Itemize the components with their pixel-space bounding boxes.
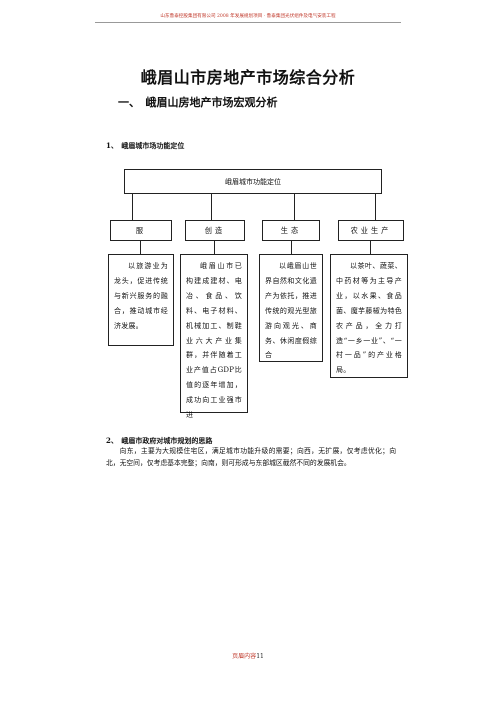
description-text-create: 峨眉山市已构建成建材、电冶、食品、饮料、电子材料、机械加工、制鞋业六大产业集群，… [186, 262, 242, 420]
connector-1 [132, 194, 133, 220]
description-box-create: 峨眉山市已构建成建材、电冶、食品、饮料、电子材料、机械加工、制鞋业六大产业集群，… [180, 254, 248, 419]
document-title: 峨眉山市房地产市场综合分析 [140, 68, 356, 87]
function-label-ecology: 生态 [280, 225, 302, 235]
function-box-agriculture: 农业生产 [338, 220, 404, 241]
footer-label: 页眉内容 [232, 653, 257, 660]
description-text-service: 以旅游业为龙头，促进传统与新兴服务的融合，推动城市经济发展。 [114, 262, 168, 330]
function-box-ecology: 生态 [262, 220, 320, 241]
header-rule [95, 22, 401, 23]
connector-2 [211, 194, 212, 220]
planning-paragraph: 向东，主要为大规模住宅区，满足城市功能升级的需要；向西，无扩展，仅考虑优化；向北… [106, 447, 396, 467]
function-label-service: 服 [135, 225, 147, 235]
function-box-service: 服 [110, 220, 172, 241]
connector-8 [370, 241, 371, 254]
subsection-heading-1: 1、 峨眉城市场功能定位 [106, 141, 185, 150]
connector-4 [375, 194, 376, 220]
description-text-agriculture: 以茶叶、蔬菜、中药材等为主导产业，以水果、食品菌、魔芋藤椒为特色农产品，全力打造… [336, 262, 402, 375]
subsection-heading-2: 2、 峨眉市政府对城市规划的思路 [106, 436, 213, 445]
function-box-create: 创造 [185, 220, 245, 241]
function-label-agriculture: 农业生产 [350, 225, 392, 235]
connector-3 [294, 194, 295, 220]
description-text-ecology: 以峨眉山世界自然和文化遗产为依托，推进传统的观光型旅游向观光、商务、休闲度假综合 [265, 262, 317, 360]
description-box-service: 以旅游业为龙头，促进传统与新兴服务的融合，推动城市经济发展。 [108, 254, 174, 346]
page-header: 山东鲁泰控股集团有限公司 2008 年发展规划项目 · 鲁泰集团光伏组件及电气安… [160, 14, 336, 19]
description-box-ecology: 以峨眉山世界自然和文化遗产为依托，推进传统的观光型旅游向观光、商务、休闲度假综合 [259, 254, 323, 362]
diagram-root-label: 峨眉城市功能定位 [225, 177, 281, 186]
description-box-agriculture: 以茶叶、蔬菜、中药材等为主导产业，以水果、食品菌、魔芋藤椒为特色农产品，全力打造… [330, 254, 408, 378]
connector-7 [291, 241, 292, 254]
section-heading-1: 一、 峨眉山房地产市场宏观分析 [118, 96, 278, 109]
function-label-create: 创造 [204, 225, 226, 235]
page-number: 11 [256, 653, 264, 660]
page-footer: 页眉内容11 [0, 651, 496, 660]
connector-6 [214, 241, 215, 254]
diagram-root-box: 峨眉城市功能定位 [124, 169, 382, 194]
connector-5 [140, 241, 141, 254]
